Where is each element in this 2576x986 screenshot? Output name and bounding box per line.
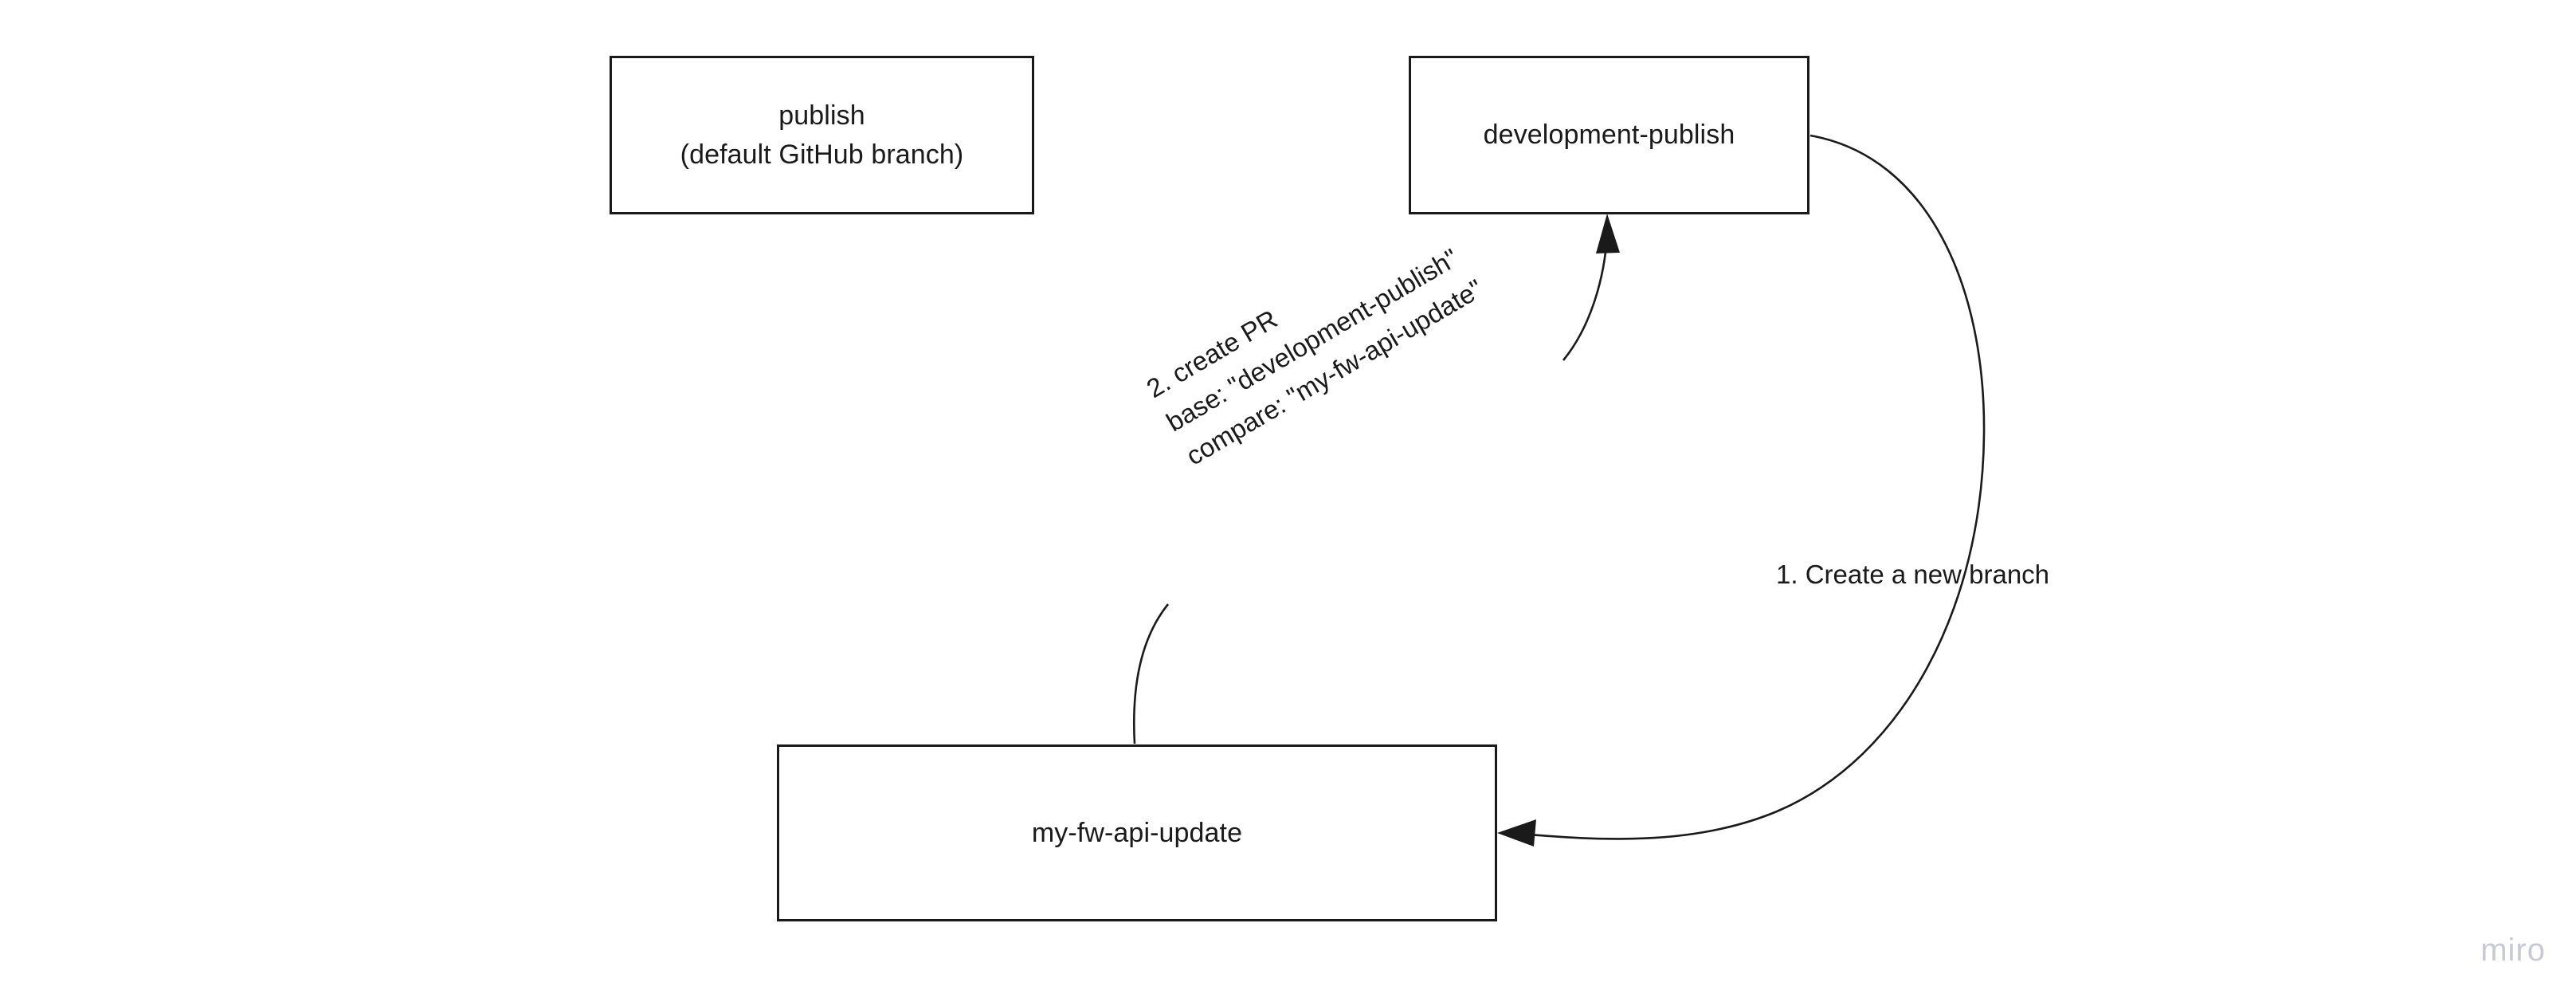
- edge-create-pr-path-lower: [1132, 603, 1170, 744]
- miro-watermark: miro: [2480, 933, 2546, 968]
- edge-create-branch[interactable]: [1497, 134, 1986, 847]
- edge-label-create-branch[interactable]: 1. Create a new branch: [1776, 560, 2050, 589]
- node-my-fw-api-update-label: my-fw-api-update: [1031, 817, 1243, 848]
- edge-create-branch-arrowhead: [1497, 819, 1536, 847]
- edge-create-pr-arrowhead: [1596, 214, 1620, 253]
- node-my-fw-api-update[interactable]: my-fw-api-update: [777, 744, 1497, 921]
- node-development-publish[interactable]: development-publish: [1409, 56, 1809, 214]
- node-publish-label: publish (default GitHub branch): [680, 100, 964, 170]
- edge-create-pr-path-upper: [1562, 234, 1609, 361]
- edge-label-create-pr[interactable]: 2. create PR base: "development-publish"…: [1141, 242, 1488, 471]
- node-publish[interactable]: publish (default GitHub branch): [610, 56, 1034, 214]
- edge-create-branch-path: [1517, 134, 1986, 840]
- node-development-publish-label: development-publish: [1483, 120, 1735, 151]
